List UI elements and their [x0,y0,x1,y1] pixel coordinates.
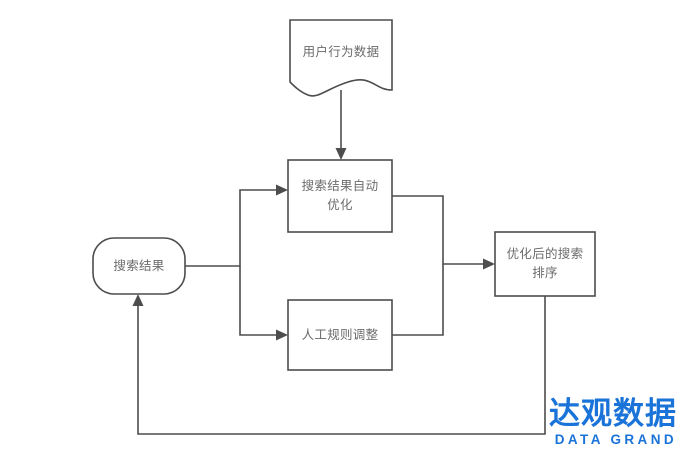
brand-logo-chinese: 达观数据 [549,396,677,432]
edge-feedback-loop [132,294,546,435]
node-auto-optimization[interactable] [287,159,393,233]
brand-logo: 达观数据 DATA GRAND [549,397,677,448]
edge-auto-to-optimized [392,195,495,270]
node-manual-rule-adjustment[interactable] [287,299,393,371]
edge-manual-to-optimized [392,264,444,336]
node-search-results[interactable] [92,237,186,295]
edge-results-to-auto [185,184,288,267]
node-optimized-ranking[interactable] [494,231,596,297]
edge-data-to-auto [335,90,347,160]
edge-results-to-manual [239,266,288,341]
brand-logo-english: DATA GRAND [554,432,677,447]
node-user-behavior-data[interactable] [289,19,393,97]
